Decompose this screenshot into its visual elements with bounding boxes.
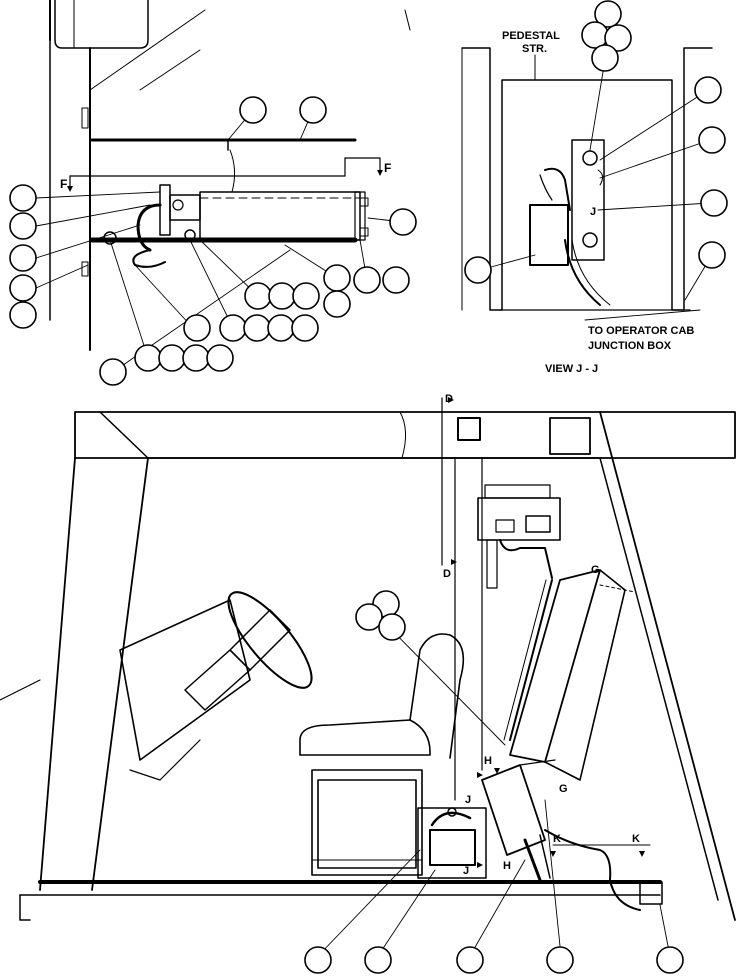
section-marker-g-top: G: [591, 564, 600, 576]
view-j-j: PEDESTAL STR. J TO OPERATOR CAB JUNCTION…: [461, 0, 728, 375]
cab-view: D D G G H H J J K K: [0, 393, 736, 974]
callout-balloon: [99, 358, 127, 386]
cab-note-line1: TO OPERATOR CAB: [588, 325, 694, 337]
section-marker-h-top: H: [484, 755, 492, 767]
callout-balloon: [183, 314, 211, 342]
callout-balloon: [594, 0, 622, 28]
callout-balloon: [158, 344, 186, 372]
callout-balloons-cab: [304, 590, 684, 974]
callout-balloon: [464, 256, 492, 284]
callout-balloon: [353, 266, 381, 294]
callout-balloon: [9, 212, 37, 240]
pedestal-str-label: STR.: [522, 43, 547, 55]
section-marker-f-right: F: [384, 161, 391, 175]
callout-balloon: [206, 344, 234, 372]
callout-balloon: [291, 314, 319, 342]
callout-balloon: [219, 314, 247, 342]
callout-balloon: [694, 76, 722, 104]
pedestal-label: PEDESTAL: [502, 30, 560, 42]
callout-balloons-view-jj: [464, 0, 728, 284]
callout-balloon: [9, 184, 37, 212]
callout-balloon: [378, 613, 406, 641]
callout-balloon: [299, 96, 327, 124]
callout-balloon: [267, 314, 295, 342]
callout-balloon: [656, 946, 684, 974]
callout-balloon: [292, 282, 320, 310]
section-marker-d-bottom: D: [443, 568, 451, 580]
callout-balloon: [134, 344, 162, 372]
section-marker-g-bottom: G: [559, 783, 568, 795]
callout-balloon: [323, 290, 351, 318]
cab-note-line2: JUNCTION BOX: [588, 340, 672, 352]
section-marker-d-top: D: [445, 393, 453, 405]
callout-balloon: [456, 946, 484, 974]
detail-view-top-left: F F: [9, 0, 417, 386]
callout-balloon: [698, 241, 726, 269]
view-jj-marker: J: [590, 206, 596, 218]
callout-balloon: [182, 344, 210, 372]
callout-balloon: [364, 946, 392, 974]
section-marker-f-left: F: [60, 177, 67, 191]
callout-balloon: [268, 282, 296, 310]
section-marker-h-bottom: H: [503, 860, 511, 872]
callout-balloon: [304, 946, 332, 974]
callout-balloon: [9, 244, 37, 272]
callout-balloon: [355, 603, 383, 631]
callout-balloon: [546, 946, 574, 974]
callout-balloon: [9, 274, 37, 302]
callout-balloon: [389, 208, 417, 236]
callout-balloon: [604, 24, 632, 52]
section-marker-j-top: J: [465, 794, 471, 806]
callout-balloon: [591, 44, 619, 72]
callout-balloon: [9, 301, 37, 329]
section-marker-k-left: K: [553, 833, 561, 845]
callout-balloon: [698, 126, 726, 154]
callout-balloon: [581, 21, 609, 49]
callout-balloon: [239, 96, 267, 124]
callout-balloon: [700, 189, 728, 217]
callout-balloons-detail: [9, 96, 417, 386]
callout-balloon: [323, 264, 351, 292]
callout-balloon: [244, 282, 272, 310]
view-title: VIEW J - J: [545, 363, 598, 375]
section-marker-j-bottom: J: [463, 865, 469, 877]
callout-balloon: [243, 314, 271, 342]
callout-balloon: [382, 266, 410, 294]
section-marker-k-right: K: [632, 833, 640, 845]
